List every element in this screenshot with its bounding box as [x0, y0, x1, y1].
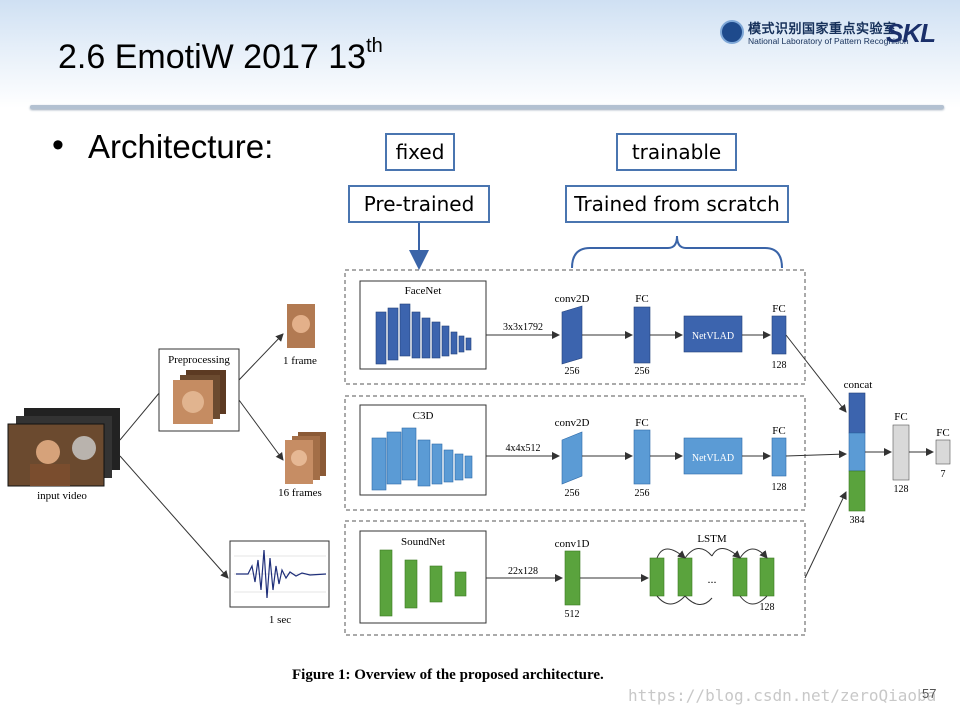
soundnet-conv-label: conv1D: [555, 538, 590, 550]
source-watermark: https://blog.csdn.net/zeroQiaoba: [628, 686, 936, 705]
facenet-conv-size: 256: [565, 366, 580, 377]
fc-a-size: 128: [894, 484, 909, 495]
sixteen-frames-label: 16 frames: [278, 487, 322, 499]
edge-input-audio: [120, 456, 228, 578]
preprocessing-label: Preprocessing: [168, 354, 230, 366]
concat-segment-facenet: [849, 393, 865, 433]
facenet-dims: 3x3x1792: [503, 322, 543, 333]
soundnet-dims: 22x128: [508, 566, 538, 577]
soundnet-label: SoundNet: [401, 536, 445, 548]
soundnet-lstm-label: LSTM: [697, 533, 727, 545]
figure-caption: Figure 1: Overview of the proposed archi…: [292, 667, 604, 684]
edge-facenet-concat: [786, 335, 846, 412]
fc-a-label: FC: [894, 411, 907, 423]
facenet-fc-block: [634, 307, 650, 363]
c3d-fc2-label: FC: [772, 425, 785, 437]
one-frame-label: 1 frame: [283, 355, 317, 367]
facenet-label: FaceNet: [405, 285, 442, 297]
fc-b-label: FC: [936, 427, 949, 439]
facenet-fc-label: FC: [635, 293, 648, 305]
edge-to-16frames: [239, 400, 283, 460]
soundnet-out-size: 128: [760, 602, 775, 613]
page-number: 57: [922, 686, 936, 701]
fc-a-block: [893, 425, 909, 480]
c3d-conv-label: conv2D: [555, 417, 590, 429]
lstm-ellipsis: ...: [708, 572, 717, 586]
input-video-label: input video: [37, 490, 87, 502]
c3d-dims: 4x4x512: [506, 443, 541, 454]
c3d-label: C3D: [413, 410, 434, 422]
c3d-fc-block: [634, 430, 650, 484]
sixteen-frames-faces: [285, 432, 326, 484]
facenet-fc2-block: [772, 316, 786, 354]
concat-segment-soundnet: [849, 471, 865, 511]
facenet-conv-label: conv2D: [555, 293, 590, 305]
concat-size: 384: [850, 515, 865, 526]
scratch-brace: [572, 236, 782, 268]
edge-c3d-concat: [786, 454, 846, 456]
facenet-fc2-label: FC: [772, 303, 785, 315]
concat-segment-c3d: [849, 433, 865, 471]
soundnet-conv-block: [565, 551, 580, 605]
c3d-conv-size: 256: [565, 488, 580, 499]
c3d-fc2-block: [772, 438, 786, 476]
c3d-fc-label: FC: [635, 417, 648, 429]
preprocessing-faces: [173, 370, 226, 424]
c3d-fc-size: 256: [635, 488, 650, 499]
c3d-netvlad-label: NetVLAD: [692, 453, 734, 464]
fc-b-block: [936, 440, 950, 464]
one-frame-face: [287, 304, 315, 348]
input-video-frames: [8, 408, 120, 486]
edge-input-preprocess: [120, 392, 160, 440]
c3d-conv-block: [562, 432, 582, 484]
concat-label: concat: [844, 379, 873, 391]
facenet-conv-block: [562, 306, 582, 364]
facenet-fc2-size: 128: [772, 360, 787, 371]
soundnet-conv-size: 512: [565, 609, 580, 620]
c3d-fc2-size: 128: [772, 482, 787, 493]
edge-soundnet-concat: [805, 492, 846, 578]
facenet-netvlad-label: NetVLAD: [692, 331, 734, 342]
fc-b-size: 7: [941, 469, 946, 480]
facenet-fc-size: 256: [635, 366, 650, 377]
edge-to-1frame: [239, 334, 283, 380]
one-sec-label: 1 sec: [269, 614, 291, 626]
